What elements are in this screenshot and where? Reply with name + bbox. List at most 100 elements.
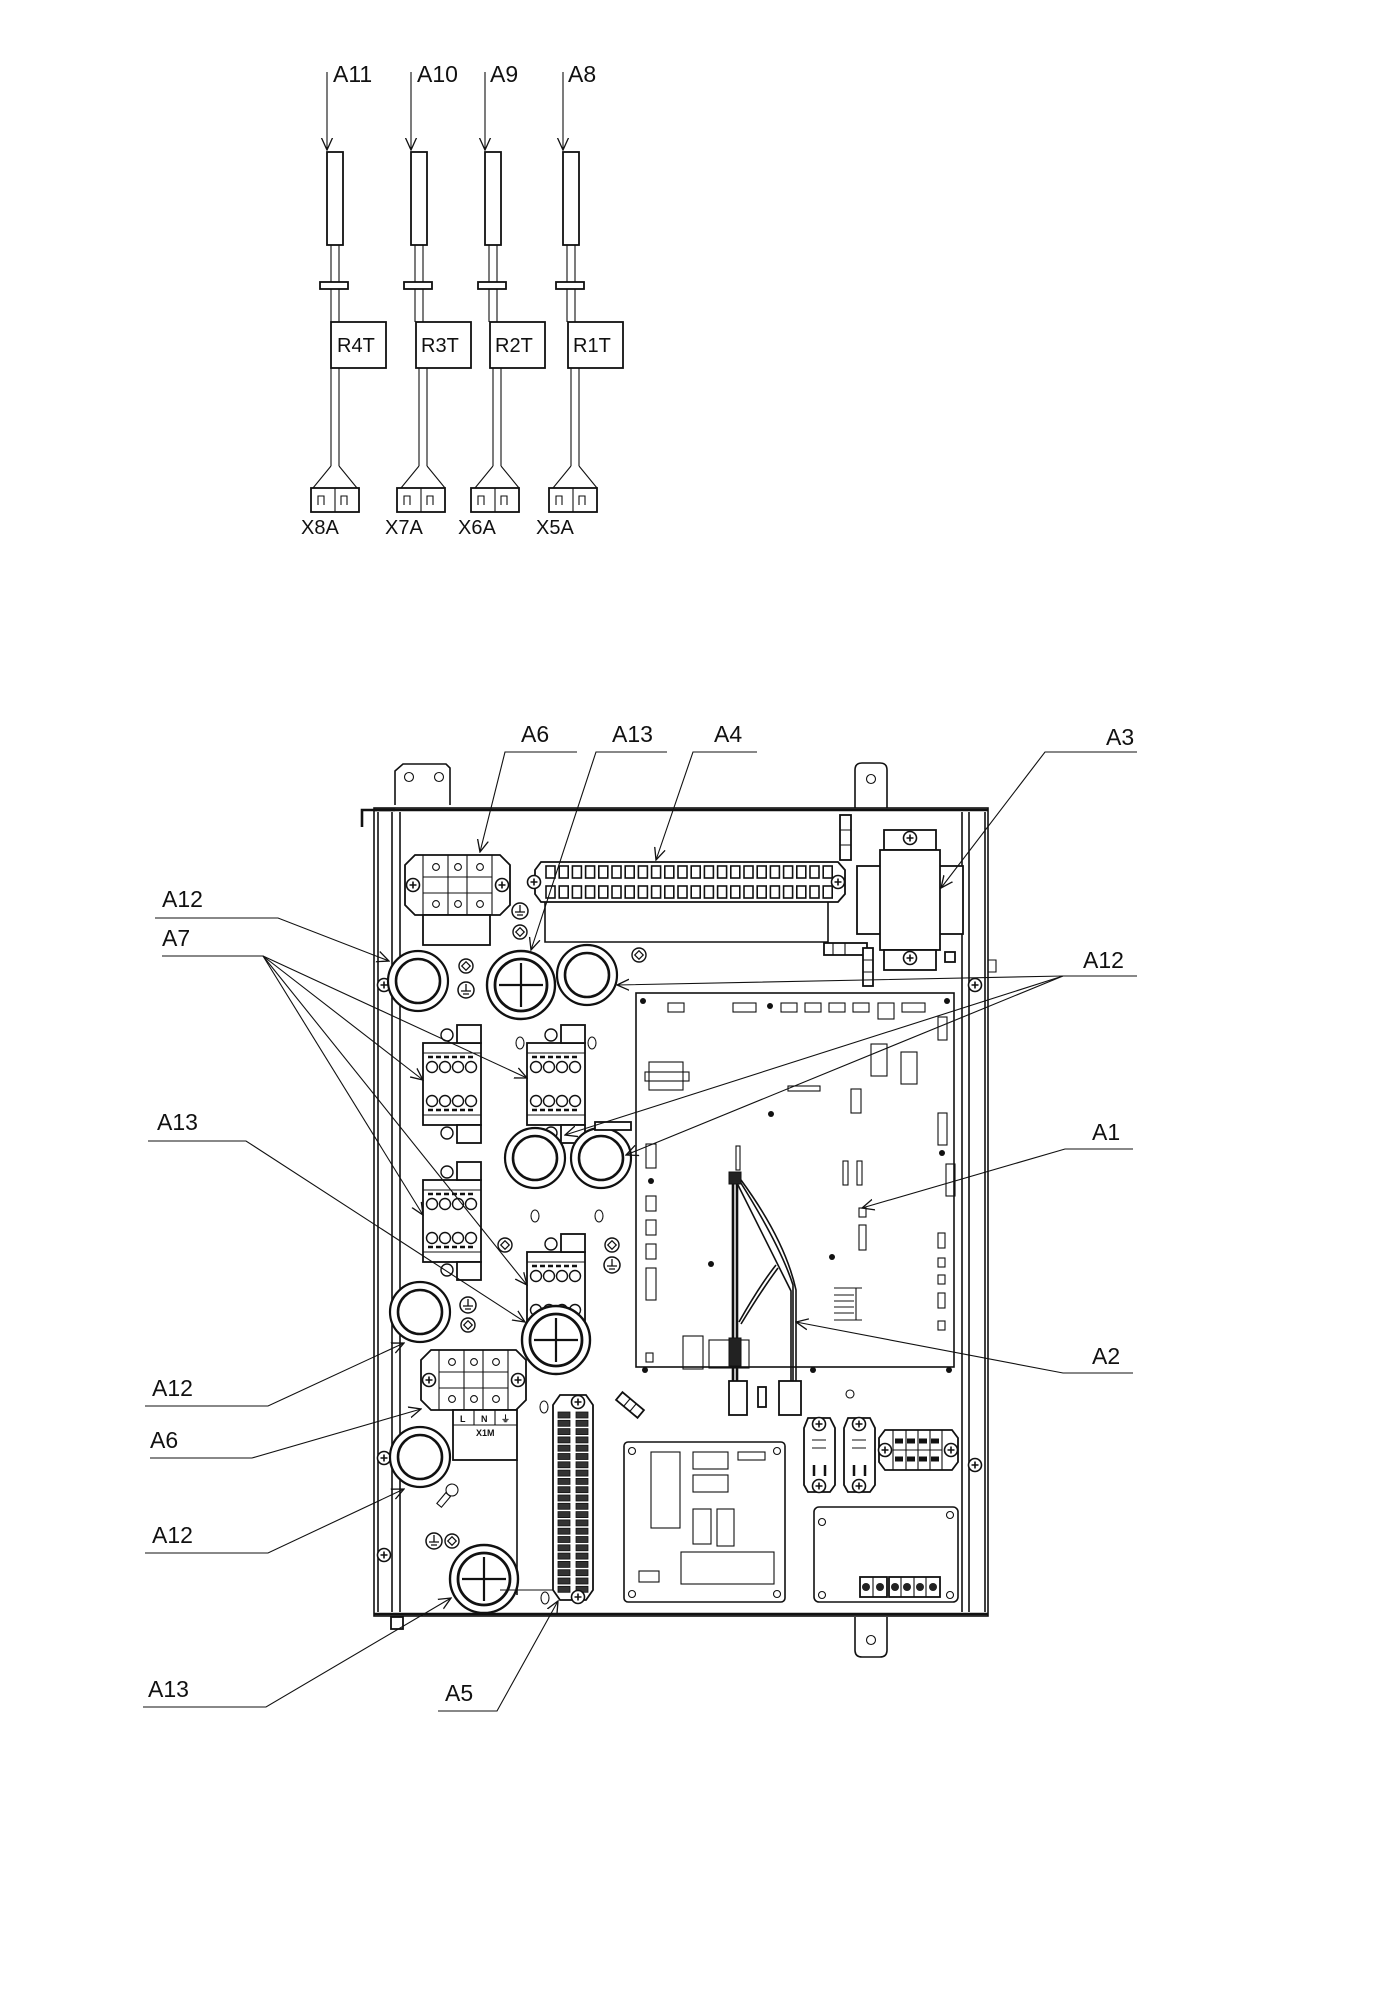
terminal-cell (575, 1444, 589, 1452)
main-pcb-a1 (635, 992, 956, 1385)
terminal-cell (557, 1436, 571, 1444)
callout-a8: A8 (568, 61, 596, 87)
terminal-cell (557, 1577, 571, 1585)
thermistor-label-r3t: R3T (421, 335, 459, 357)
terminal-cell (756, 885, 768, 899)
callout-a12-left-top: A12 (162, 886, 203, 912)
terminal-cell (575, 1486, 589, 1494)
connector-label-x7a: X7A (385, 517, 423, 539)
terminal-cell (575, 1428, 589, 1435)
terminal-cell (650, 885, 662, 899)
callout-a13-left-mid: A13 (157, 1109, 198, 1135)
terminal-cell (782, 865, 794, 879)
relay-a7-2 (525, 1023, 587, 1145)
grommet-a12-6 (388, 1425, 452, 1489)
terminal-cell (677, 865, 688, 879)
terminal-cell (575, 1527, 589, 1535)
sensor-r3t (396, 72, 472, 513)
terminal-cell (611, 885, 622, 899)
terminal-cell (637, 865, 649, 879)
callout-a12-left-mid: A12 (152, 1375, 193, 1401)
terminal-cell (557, 1461, 571, 1469)
sensor-r4t (310, 72, 387, 513)
terminal-cell (795, 885, 807, 899)
terminal-cover (813, 1506, 959, 1603)
terminal-cell (557, 1561, 571, 1568)
sensor-r2t (470, 72, 546, 513)
terminal-cell (624, 885, 636, 899)
terminal-cell (769, 885, 781, 899)
terminal-cell (557, 1444, 571, 1452)
terminal-cell (558, 865, 570, 879)
x1m-terminal-ground: ⏚ (501, 1414, 510, 1424)
terminal-cell (822, 865, 834, 879)
terminal-cell (557, 1494, 571, 1502)
callout-a1: A1 (1092, 1119, 1120, 1145)
terminal-cell (575, 1536, 589, 1543)
callout-a5: A5 (445, 1680, 473, 1706)
x1m-terminal-n: N (481, 1414, 488, 1424)
callout-a10: A10 (417, 61, 458, 87)
terminal-cell (575, 1544, 589, 1552)
fuse-holders (803, 1416, 876, 1494)
callout-a11: A11 (333, 61, 372, 87)
terminal-cell (557, 1536, 571, 1543)
relay-a7-3 (421, 1160, 483, 1282)
callout-a6-top: A6 (521, 721, 549, 747)
terminal-strip-a5 (500, 1394, 594, 1605)
terminal-strip-a4 (526, 861, 846, 943)
terminal-cell (557, 1544, 571, 1552)
terminal-cell (557, 1552, 571, 1560)
grommet-a12-3 (503, 1126, 567, 1190)
terminal-cell (782, 885, 794, 899)
terminal-cell (716, 865, 728, 879)
mounting-tab-top-right (854, 762, 888, 808)
transformer-a3 (856, 829, 964, 971)
grommet-a13-3 (448, 1543, 520, 1615)
terminal-cell (584, 885, 596, 899)
thermistor-label-r2t: R2T (495, 335, 533, 357)
terminal-cell (663, 865, 675, 879)
callout-a9: A9 (490, 61, 518, 87)
terminal-cell (557, 1502, 571, 1510)
terminal-cell (557, 1486, 571, 1494)
terminal-cell (716, 885, 728, 899)
terminal-cell (637, 885, 649, 899)
terminal-cell (795, 865, 807, 879)
terminal-cell (557, 1527, 571, 1535)
x1m-terminal-l: L (460, 1414, 466, 1424)
connector-label-x6a: X6A (458, 517, 496, 539)
callout-a4: A4 (714, 721, 742, 747)
callout-a12-right: A12 (1083, 947, 1124, 973)
terminal-cell (557, 1569, 571, 1577)
grommet-a12-2 (555, 943, 619, 1007)
callout-a2: A2 (1092, 1343, 1120, 1369)
terminal-cell (557, 1453, 571, 1460)
terminal-cell (809, 865, 820, 879)
terminal-cell (575, 1519, 589, 1527)
thermistor-label-r1t: R1T (573, 335, 611, 357)
terminal-cell (677, 885, 688, 899)
terminal-cell (575, 1469, 589, 1477)
callout-a13-left-bottom: A13 (148, 1676, 189, 1702)
thermistor-label-r4t: R4T (337, 335, 375, 357)
connector-label-x8a: X8A (301, 517, 339, 539)
terminal-cell (575, 1411, 589, 1419)
thermistor-sensors: A11 A10 A9 A8 R4T R3T R2T R1T X8A X7A X6… (301, 61, 624, 539)
terminal-cell (557, 1469, 571, 1477)
terminal-cell (575, 1502, 589, 1510)
terminal-cell (557, 1419, 571, 1427)
terminal-cell (575, 1453, 589, 1460)
grommet-a13-2 (520, 1304, 592, 1376)
grommet-a12-1 (386, 949, 450, 1013)
terminal-cell (557, 1428, 571, 1435)
callout-labels: A6 A13 A4 A3 A12 A7 A13 A12 A1 A2 A12 A6… (148, 721, 1134, 1706)
terminal-cell (557, 1411, 571, 1419)
terminal-cell (575, 1478, 589, 1485)
terminal-cell (575, 1511, 589, 1518)
power-terminal-block-top (405, 855, 510, 946)
terminal-cell (809, 885, 820, 899)
terminal-cell (690, 865, 702, 879)
terminal-cell (575, 1577, 589, 1585)
